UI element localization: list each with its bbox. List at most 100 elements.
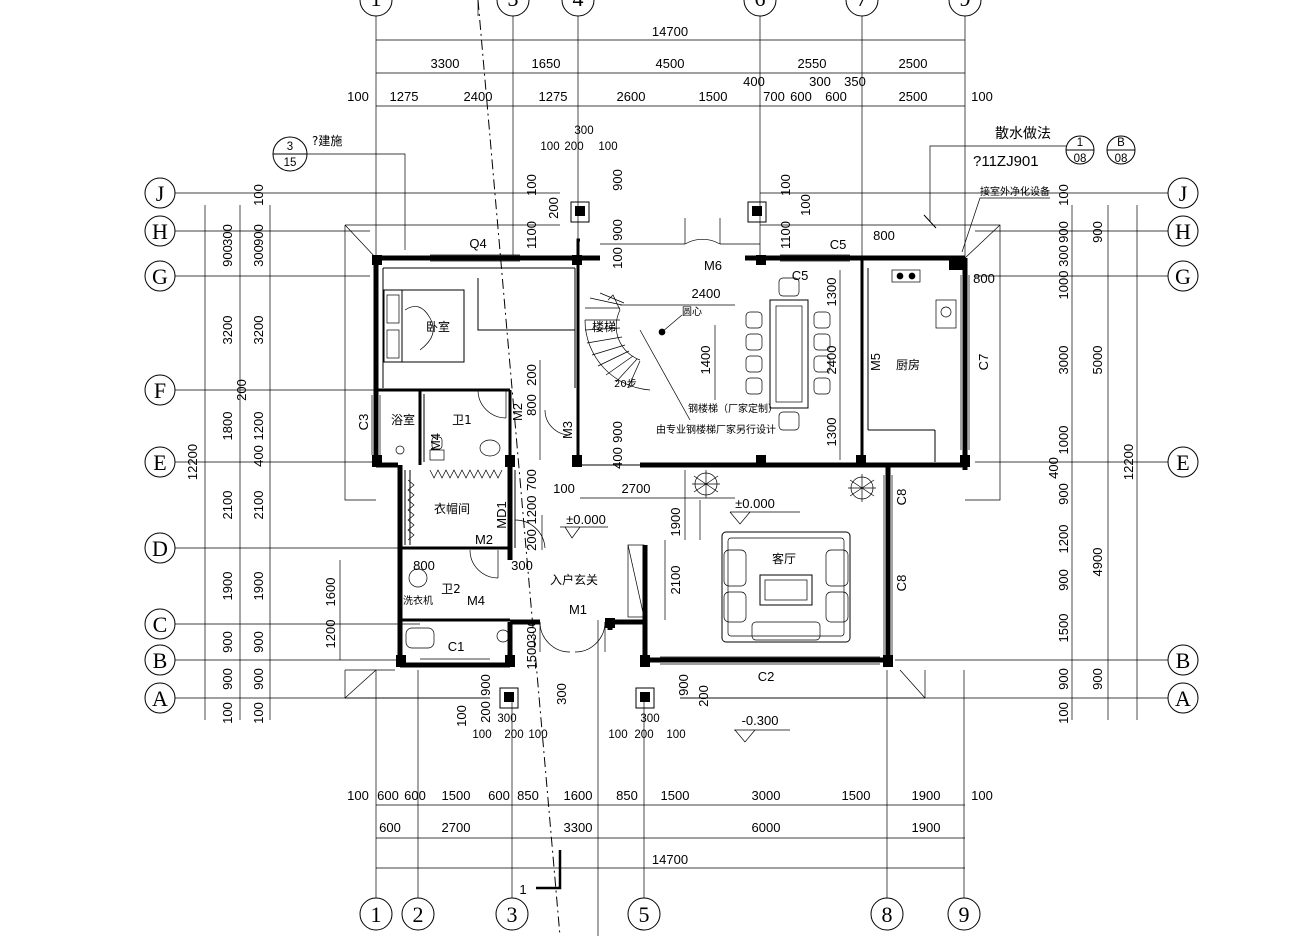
mark-m3: M3 xyxy=(560,421,575,439)
interior-walls xyxy=(376,258,936,622)
mark-c5-top: C5 xyxy=(830,237,847,252)
dim-interior: 1100 xyxy=(524,221,539,249)
dim-interior: 700 xyxy=(524,469,539,491)
dim-stair-detail: 100 xyxy=(540,141,559,153)
room-label-wc1: 卫1 xyxy=(452,413,472,427)
dim-left: 900 xyxy=(220,668,235,690)
room-label-shower: 浴室 xyxy=(391,412,415,427)
mark-m1: M1 xyxy=(569,602,587,617)
callout-detailB-num: B xyxy=(1117,137,1125,149)
dim-stair-detail: 300 xyxy=(574,125,593,137)
dim-stair-detail: 100 xyxy=(598,141,617,153)
dim-left: 200 xyxy=(234,379,249,401)
note-purifier: 接室外净化设备 xyxy=(980,185,1050,198)
opening-marks: Q4 M6 C5 C5 M5 C7 C3 M4 M2 M3 MD1 M2 M4 … xyxy=(356,236,991,684)
dim-interior: 100 xyxy=(524,174,539,196)
room-label-closet: 衣帽间 xyxy=(434,501,470,516)
room-label-foyer: 入户玄关 xyxy=(550,572,598,587)
dim-interior: 2700 xyxy=(622,481,651,496)
dim-bottom: 600 xyxy=(377,788,399,803)
dim-top-total: 14700 xyxy=(652,24,688,39)
dim-right: 900 xyxy=(1056,221,1071,243)
grid-label-left-E: E xyxy=(153,450,166,475)
bottom-dimension-lines xyxy=(376,804,965,869)
grid-label-bottom-1: 1 xyxy=(371,902,382,927)
foyer-cabinet xyxy=(627,544,645,618)
dim-interior: 200 xyxy=(524,529,539,551)
dim-interior: 100 xyxy=(798,194,813,216)
grid-label-left-D: D xyxy=(152,536,168,561)
dim-left: 100 xyxy=(251,184,266,206)
room-label-wc2: 卫2 xyxy=(441,582,461,596)
dim-bottom: 3000 xyxy=(752,788,781,803)
callout-detail1-sheet: 08 xyxy=(1074,153,1087,165)
callout-section-num: 3 xyxy=(287,141,293,153)
dim-left: 300 xyxy=(220,224,235,246)
dim-left: 1900 xyxy=(251,572,266,601)
dim-left: 1600 xyxy=(323,578,338,607)
dim-right: 900 xyxy=(1056,668,1071,690)
dim-top: 2600 xyxy=(617,89,646,104)
dim-left: 300 xyxy=(251,245,266,267)
dim-right: 400 xyxy=(1046,457,1061,479)
dim-left: 900 xyxy=(220,631,235,653)
dim-interior: 900 xyxy=(610,169,625,191)
section-callout: 3 15 ?建施 xyxy=(272,134,406,250)
closet-rack xyxy=(407,469,503,541)
dim-left: 900 xyxy=(220,245,235,267)
section-marker-label: 1 xyxy=(519,882,526,897)
room-label-bedroom: 卧室 xyxy=(426,319,450,334)
note-stair-2: 由专业钢楼梯厂家另行设计 xyxy=(656,423,776,436)
note-center: 圆心 xyxy=(682,306,702,318)
doors xyxy=(469,218,721,653)
grid-bubbles-left: J H G F E D C B A xyxy=(144,177,176,714)
dim-bottom: 1500 xyxy=(442,788,471,803)
mark-c5: C5 xyxy=(792,268,809,283)
dim-bottom: 1900 xyxy=(912,788,941,803)
dim-stair-detail: 100 xyxy=(666,729,685,741)
dim-left: 1900 xyxy=(220,572,235,601)
right-dimension-lines xyxy=(1071,205,1138,720)
dim-interior: 800 xyxy=(873,228,895,243)
dim-left: 400 xyxy=(251,445,266,467)
dim-left: 900 xyxy=(251,668,266,690)
grid-label-top-4: 4 xyxy=(573,0,584,11)
dim-interior: 400 xyxy=(610,447,625,469)
room-label-stair: 楼梯 xyxy=(592,319,616,334)
dim-bottom: 3300 xyxy=(564,820,593,835)
dim-right: 1500 xyxy=(1056,614,1071,643)
grid-label-bottom-8: 8 xyxy=(882,902,893,927)
grid-label-left-C: C xyxy=(153,612,168,637)
dim-bottom: 850 xyxy=(517,788,539,803)
dim-interior: 100 xyxy=(610,247,625,269)
grid-label-left-F: F xyxy=(154,378,166,403)
dim-interior: 300 xyxy=(511,558,533,573)
dim-left: 100 xyxy=(251,702,266,724)
dim-bottom: 600 xyxy=(379,820,401,835)
grid-label-bottom-9: 9 xyxy=(959,902,970,927)
right-dimensions: 100 900 300 1000 3000 1000 400 900 1200 … xyxy=(1046,184,1136,724)
dim-left-total: 12200 xyxy=(185,444,200,480)
dim-interior: 800 xyxy=(973,271,995,286)
dim-right-total: 12200 xyxy=(1121,444,1136,480)
top-dimension-lines xyxy=(376,39,965,107)
dim-right: 1200 xyxy=(1056,525,1071,554)
dim-top: 600 xyxy=(825,89,847,104)
dim-interior: 200 xyxy=(696,685,711,707)
stair-notes: 钢楼梯（厂家定制） 由专业钢楼梯厂家另行设计 圆心 20步 xyxy=(614,306,778,436)
dim-left: 100 xyxy=(220,702,235,724)
mark-m4-top: M4 xyxy=(428,433,443,451)
room-label-living: 客厅 xyxy=(772,551,796,566)
mark-m2-top: M2 xyxy=(510,403,525,421)
dim-right: 100 xyxy=(1056,184,1071,206)
dim-bottom: 1600 xyxy=(564,788,593,803)
dim-top: 4500 xyxy=(656,56,685,71)
dim-interior: 300 xyxy=(524,619,539,641)
dim-interior: 900 xyxy=(478,674,493,696)
callout-detail1-num: 1 xyxy=(1077,137,1083,149)
mark-q4: Q4 xyxy=(469,236,486,251)
dim-bottom: 1500 xyxy=(661,788,690,803)
dim-interior: 300 xyxy=(554,683,569,705)
dim-bottom: 100 xyxy=(347,788,369,803)
